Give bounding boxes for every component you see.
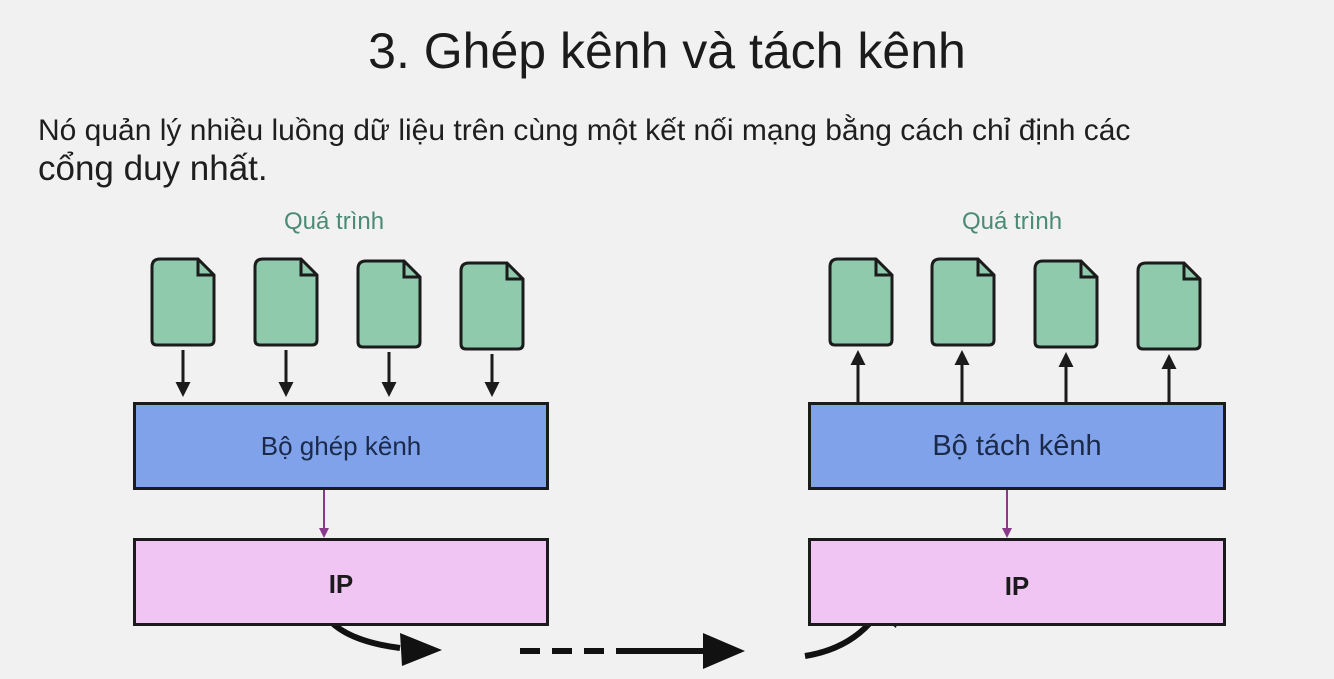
- left-document-icon-3: [356, 259, 422, 349]
- left-document-icon-4: [459, 261, 525, 351]
- right-document-icon-2: [930, 257, 996, 347]
- multiplexer-block: Bộ ghép kênh: [133, 402, 549, 490]
- right-ip-label: IP: [1004, 571, 1030, 601]
- right-document-icon-3: [1033, 259, 1099, 349]
- demultiplexer-label: Bộ tách kênh: [932, 429, 1102, 462]
- right-process-label: Quá trình: [962, 208, 1063, 235]
- left-process-label: Quá trình: [284, 208, 385, 235]
- left-document-icon-2: [253, 257, 319, 347]
- left-curved-send-arrowhead: [400, 633, 442, 666]
- left-ip-label: IP: [328, 569, 354, 599]
- right-document-icon-1: [828, 257, 894, 347]
- page-title: 3. Ghép kênh và tách kênh: [368, 23, 966, 79]
- description: Nó quản lý nhiều luồng dữ liệu trên cùng…: [38, 112, 1298, 188]
- description-line-1: Nó quản lý nhiều luồng dữ liệu trên cùng…: [38, 114, 1131, 147]
- multiplexer-label: Bộ ghép kênh: [260, 430, 422, 461]
- description-line-2: cổng duy nhất.: [38, 149, 268, 188]
- right-document-icon-4: [1136, 261, 1202, 351]
- right-ip-block: IP: [808, 538, 1226, 626]
- demultiplexer-block: Bộ tách kênh: [808, 402, 1226, 490]
- left-ip-block: IP: [133, 538, 549, 626]
- left-document-icon-1: [150, 257, 216, 347]
- dashed-transmission-line: [520, 633, 745, 669]
